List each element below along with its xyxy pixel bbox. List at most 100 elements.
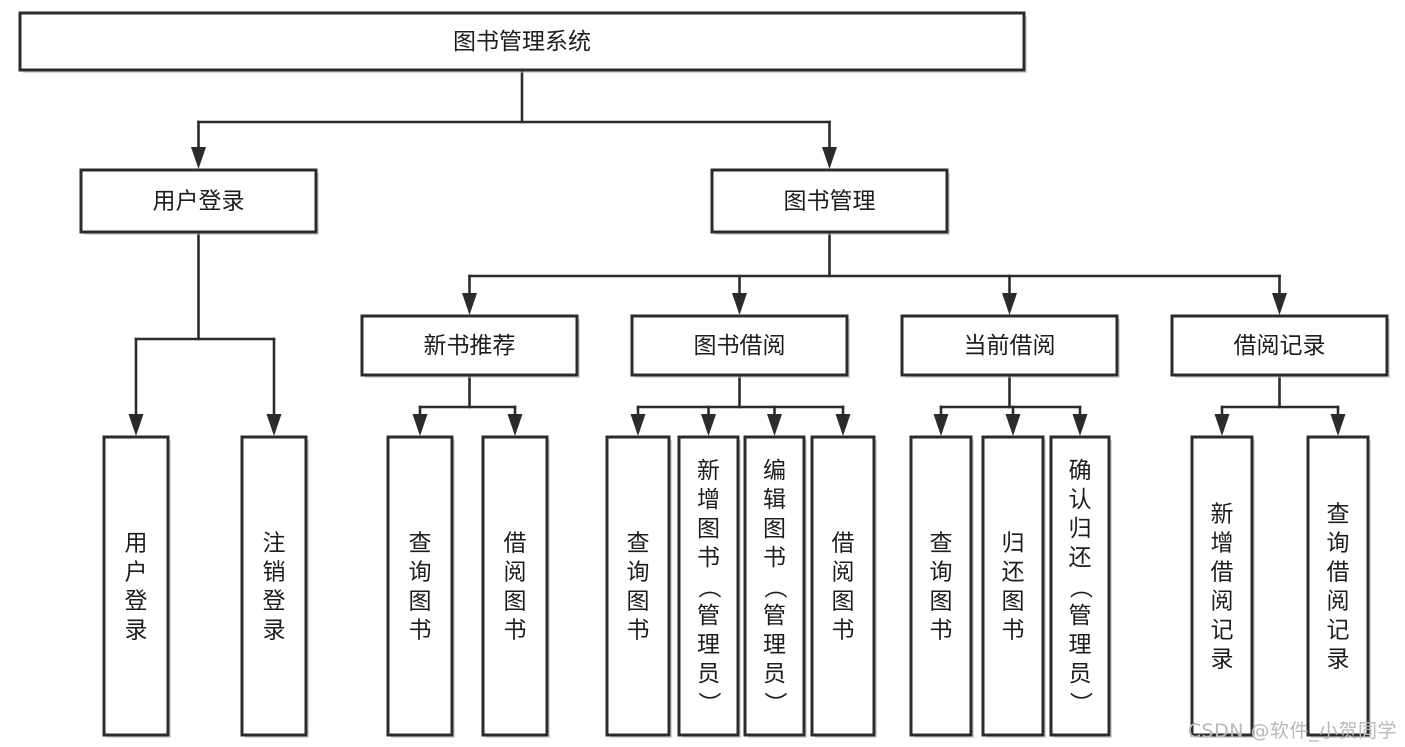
node-label-char: 归 [1002,531,1025,557]
node-label-char: 归 [1069,516,1092,542]
node-label-char: 借 [1211,560,1234,586]
edge-arrowhead [1214,414,1230,436]
node-border [677,435,740,737]
node-label-char: 理 [763,632,786,658]
node-book-manage[interactable]: 图书管理 [710,168,950,235]
edge-arrowhead [630,414,646,436]
node-label-char: 阅 [1327,589,1350,615]
node-label: 图书借阅 [694,333,786,359]
node-border [481,435,549,737]
node-new-book[interactable]: 新书推荐 [360,314,580,378]
edge-arrowhead [1272,293,1287,315]
node-user-login[interactable]: 用户登录 [79,168,319,235]
node-label-char: 图 [627,589,650,615]
node-label-char: ） [762,692,788,715]
node-label: 借阅记录 [1234,333,1326,359]
node-border [386,435,454,737]
edge-arrowhead [732,293,747,315]
node-border [981,435,1045,737]
node-label-char: 图 [504,589,527,615]
node-borrow-record[interactable]: 借阅记录 [1170,314,1390,378]
node-label-char: 户 [125,560,148,586]
node-label-char: 录 [125,618,148,644]
edge-arrowhead [266,414,282,436]
node-label-char: 管 [1069,603,1092,629]
node-label-char: 记 [1211,618,1234,644]
edge-arrowhead [933,414,949,436]
node-label-char: 增 [697,487,720,513]
node-border [240,435,308,737]
node-label-char: 录 [1211,647,1234,673]
node-border [18,11,1026,72]
node-current-borrow[interactable]: 当前借阅 [900,314,1120,378]
node-border [630,314,849,377]
node-label-char: 查 [409,531,432,557]
node-label-char: 询 [930,560,953,586]
node-label-char: 增 [1211,531,1234,557]
node-border [710,168,949,234]
node-label-char: 借 [832,531,855,557]
node-label-char: 书 [930,618,953,644]
node-border [909,435,973,737]
node-border [605,435,671,737]
node-label-char: 注 [263,531,286,557]
nodes-layer: 图书管理系统用户登录图书管理新书推荐图书借阅当前借阅借阅记录用户登录注销登录查询… [18,11,1390,738]
node-border [743,435,806,737]
node-label-char: ） [1067,692,1093,715]
edge-arrowhead [1072,414,1088,436]
node-border [1049,435,1111,737]
node-label-char: ） [696,692,722,715]
node-label-char: 理 [1069,632,1092,658]
node-leaf-user-login[interactable]: 用户登录 [102,435,171,738]
node-label-char: 书 [627,618,650,644]
node-label: 图书管理系统 [453,29,591,55]
node-label-char: 图 [763,516,786,542]
node-root[interactable]: 图书管理系统 [18,11,1027,73]
edge-arrowhead [1002,293,1017,315]
node-label-char: 用 [125,531,148,557]
edge-arrowhead [1005,414,1021,436]
node-border [1306,435,1370,737]
node-label-char: 询 [1327,531,1350,557]
edge-arrowhead [128,414,144,436]
node-label-char: 辑 [763,487,786,513]
node-label-char: 图 [930,589,953,615]
node-book-borrow[interactable]: 图书借阅 [630,314,850,378]
edge-arrowhead [507,414,523,436]
node-label-char: 录 [263,618,286,644]
node-label-char: 阅 [1211,589,1234,615]
node-label-char: 图 [409,589,432,615]
node-label-char: 员 [697,661,720,687]
node-label-char: 记 [1327,618,1350,644]
node-label-char: 编 [763,458,786,484]
node-border [1170,314,1389,377]
node-border [900,314,1119,377]
edge-arrowhead [412,414,428,436]
node-label: 当前借阅 [964,333,1056,359]
node-label-char: 询 [409,560,432,586]
node-label-char: 销 [263,560,286,586]
node-label-char: 书 [1002,618,1025,644]
node-label-char: 理 [697,632,720,658]
node-label: 新书推荐 [424,333,516,359]
edge-arrowhead [767,414,782,436]
node-border [1190,435,1254,737]
node-label-char: 借 [1327,560,1350,586]
csdn-watermark: CSDN @软件_小贺同学 [1187,720,1397,742]
node-label-char: 还 [1069,545,1092,571]
node-label-char: 认 [1069,487,1092,513]
node-border [102,435,170,737]
